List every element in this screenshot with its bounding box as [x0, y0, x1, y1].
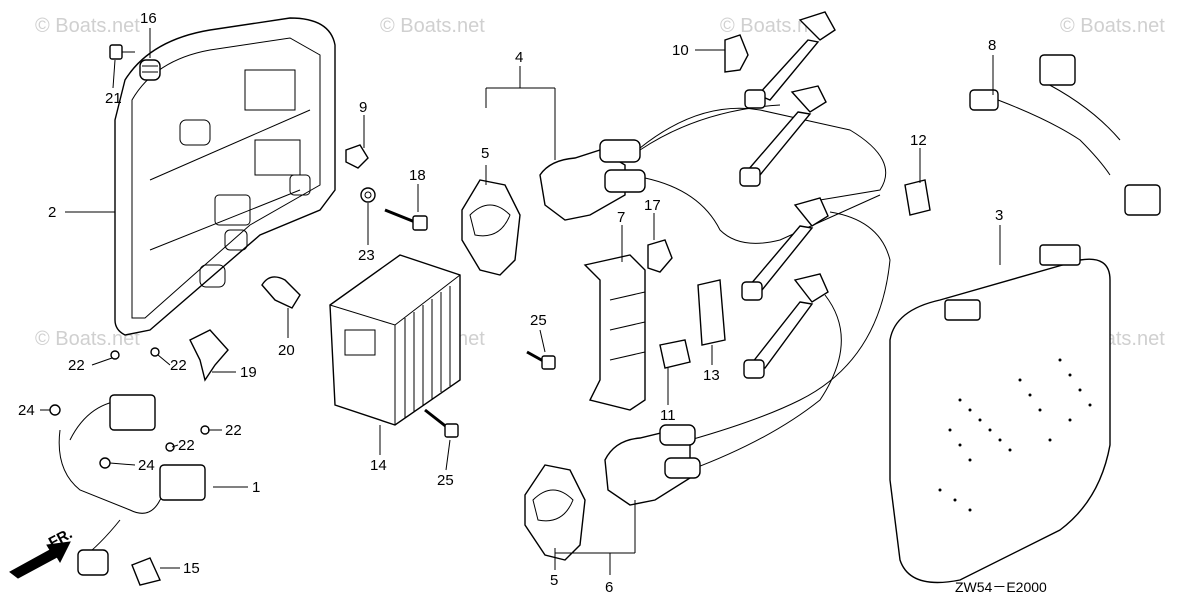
- callout-21: 21: [105, 90, 122, 107]
- part-5-boot-upper: [461, 179, 521, 276]
- watermark: © Boats.net: [35, 15, 140, 37]
- callout-12: 12: [910, 132, 927, 149]
- callout-16: 16: [140, 10, 157, 27]
- callout-18: 18: [409, 167, 426, 184]
- part-23-washer: [360, 187, 376, 203]
- callout-24-a: 24: [18, 402, 35, 419]
- part-19-clamp: [189, 329, 229, 382]
- callout-5-upper: 5: [481, 145, 489, 162]
- part-25-bolt-upper: [526, 350, 556, 370]
- callout-labels: 1 2 3 4 5 5 6 7 8 9 10 11 12 13 14 15 16…: [18, 10, 1003, 596]
- callout-13: 13: [703, 367, 720, 384]
- callout-22-c: 22: [178, 437, 195, 454]
- plug-cap-upper-1: [744, 11, 836, 109]
- callout-15: 15: [183, 560, 200, 577]
- callout-6: 6: [605, 579, 613, 596]
- plug-cap-lower-2: [743, 273, 829, 379]
- part-20-clamp: [261, 276, 301, 309]
- part-2-base-plate: [114, 17, 336, 336]
- plug-cap-upper-2: [739, 85, 827, 187]
- callout-8: 8: [988, 37, 996, 54]
- callout-2: 2: [48, 204, 56, 221]
- callout-25-lower: 25: [437, 472, 454, 489]
- part-10-clip: [724, 34, 749, 73]
- part-4-coil-upper: [539, 139, 646, 221]
- callout-5-lower: 5: [550, 572, 558, 589]
- part-12-clip: [904, 179, 931, 216]
- part-11-clip: [659, 339, 691, 369]
- callout-23: 23: [358, 247, 375, 264]
- diagram-code: ZW54－E2000: [955, 579, 1047, 595]
- part-3-cover: [889, 244, 1111, 584]
- part-8-harness: [969, 54, 1161, 216]
- leader-lines: [40, 28, 1001, 575]
- watermark: © Boats.net: [1060, 15, 1165, 37]
- callout-11: 11: [660, 407, 676, 424]
- front-direction-arrow: FR.: [9, 525, 75, 579]
- callout-25-upper: 25: [530, 312, 547, 329]
- callout-22-b: 22: [170, 357, 187, 374]
- part-17-clip: [647, 239, 673, 273]
- callout-3: 3: [995, 207, 1003, 224]
- callout-17: 17: [644, 197, 661, 214]
- callout-14: 14: [370, 457, 387, 474]
- part-16-grommet: [139, 59, 161, 81]
- watermark: © Boats.net: [35, 328, 140, 350]
- callout-22-a: 22: [68, 357, 85, 374]
- callout-24-b: 24: [138, 457, 155, 474]
- part-18-bolt: [384, 208, 428, 231]
- part-9-clip: [345, 144, 369, 169]
- callout-10: 10: [672, 42, 689, 59]
- part-25-bolt-lower: [424, 408, 459, 438]
- callout-22-d: 22: [225, 422, 242, 439]
- callout-20: 20: [278, 342, 295, 359]
- plug-cap-lower-1: [741, 197, 829, 301]
- part-14-cdi-unit: [329, 254, 461, 426]
- part-6-coil-lower: [604, 424, 701, 506]
- callout-4: 4: [515, 49, 523, 66]
- part-13-clip: [697, 279, 726, 346]
- callout-1: 1: [252, 479, 260, 496]
- callout-7: 7: [617, 209, 625, 226]
- part-7-guide: [583, 254, 646, 411]
- part-1-harness: [58, 394, 206, 576]
- watermark: © Boats.net: [380, 15, 485, 37]
- callout-9: 9: [359, 99, 367, 116]
- part-21-bolt: [109, 44, 135, 60]
- callout-19: 19: [240, 364, 257, 381]
- watermark: © Boats.net: [720, 15, 825, 37]
- part-5-boot-lower: [524, 464, 586, 561]
- small-fasteners: [49, 347, 210, 469]
- part-15-clip: [131, 557, 161, 586]
